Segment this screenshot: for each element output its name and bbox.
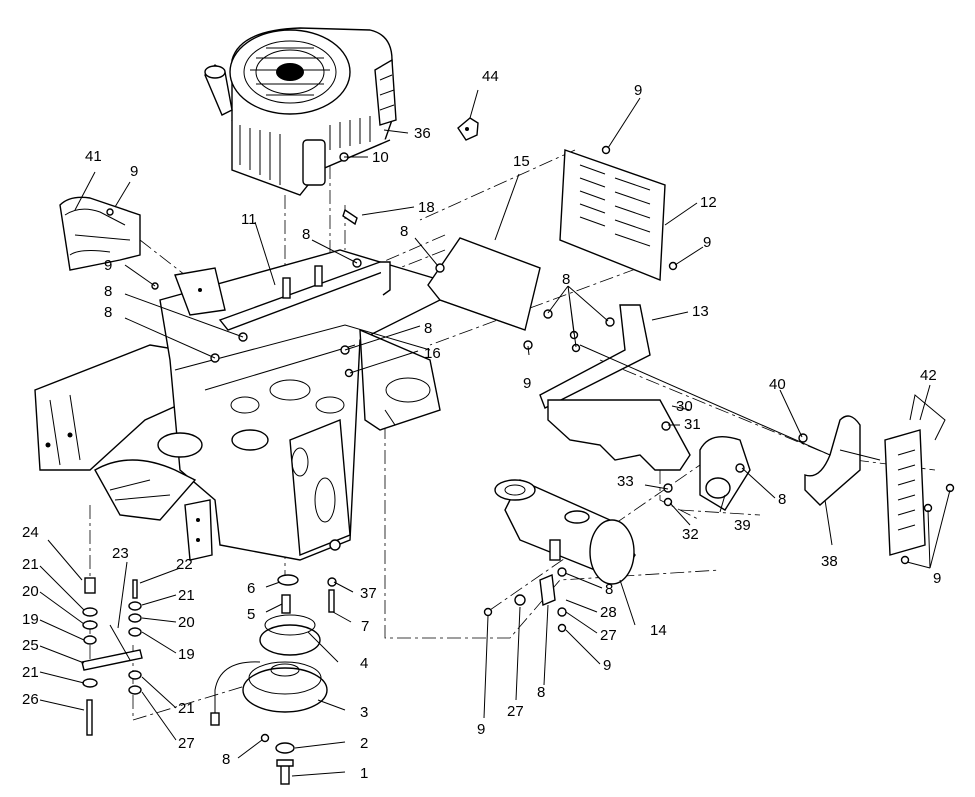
callout-8-g: 8 [778,491,786,508]
callout-labels: 44 36 10 18 41 9 9 8 8 11 8 8 15 8 16 9 … [22,68,941,782]
callout-21-c: 21 [178,587,195,604]
callout-9-h: 9 [477,721,485,738]
clutch-assembly [210,574,328,785]
filter-39 [699,436,751,511]
callout-26: 26 [22,691,39,708]
callout-8-c: 8 [302,226,310,243]
hose-38 [804,415,881,506]
callout-15: 15 [513,153,530,170]
callout-8-j: 8 [222,751,230,768]
leader-lines [39,89,951,777]
callout-25: 25 [22,637,39,654]
callout-21-a: 21 [22,556,39,573]
callout-8-d: 8 [400,223,408,240]
callout-7: 7 [361,618,369,635]
callout-9-c: 9 [523,375,531,392]
callout-4: 4 [360,655,368,672]
callout-33: 33 [617,473,634,490]
fasteners [106,145,955,743]
callout-9-b: 9 [104,257,112,274]
callout-19-a: 19 [22,611,39,628]
callout-20-b: 20 [178,614,195,631]
main-frame [34,249,441,561]
callout-32: 32 [682,526,699,543]
callout-40: 40 [769,376,786,393]
support-bar-11 [218,261,391,331]
callout-8-b: 8 [104,304,112,321]
callout-18: 18 [418,199,435,216]
grille-12 [559,149,666,282]
callout-9-a: 9 [130,163,138,180]
callout-22: 22 [176,556,193,573]
heat-shield-30 [547,399,691,471]
bracket-13 [539,304,831,456]
callout-8-i: 8 [537,684,545,701]
callout-23: 23 [112,545,129,562]
callout-9-g: 9 [603,657,611,674]
callout-8-a: 8 [104,283,112,300]
callout-1: 1 [360,765,368,782]
callout-8-h: 8 [605,581,613,598]
bracket-41 [59,196,226,316]
callout-36: 36 [414,125,431,142]
linkage-stack [81,577,143,736]
callout-27-a: 27 [600,627,617,644]
callout-8-e: 8 [424,320,432,337]
callout-2: 2 [360,735,368,752]
callout-10: 10 [372,149,389,166]
callout-31: 31 [684,416,701,433]
callout-28: 28 [600,604,617,621]
callout-9-e: 9 [703,234,711,251]
side-grille-42 [884,394,946,556]
callout-27-b: 27 [507,703,524,720]
callout-5: 5 [247,606,255,623]
callout-19-b: 19 [178,646,195,663]
callout-20-a: 20 [22,583,39,600]
callout-16: 16 [424,345,441,362]
callout-6: 6 [247,580,255,597]
callout-11: 11 [241,211,257,228]
callout-44: 44 [482,68,499,85]
engine-assembly [204,27,397,196]
callout-8-f: 8 [562,271,570,288]
callout-12: 12 [700,194,717,211]
callout-24: 24 [22,524,39,541]
callout-9-f: 9 [933,570,941,587]
callout-21-b: 21 [22,664,39,681]
callout-13: 13 [692,303,709,320]
callout-37: 37 [360,585,377,602]
callout-41: 41 [85,148,102,165]
callout-3: 3 [360,704,368,721]
callout-30: 30 [676,398,693,415]
clip-44 [457,117,479,141]
callout-21-d: 21 [178,700,195,717]
panel-15 [427,237,541,331]
callout-14: 14 [650,622,667,639]
callout-27-c: 27 [178,735,195,752]
callout-9-d: 9 [634,82,642,99]
callout-42: 42 [920,367,937,384]
callout-38: 38 [821,553,838,570]
callout-39: 39 [734,517,751,534]
muffler-14 [494,479,636,585]
